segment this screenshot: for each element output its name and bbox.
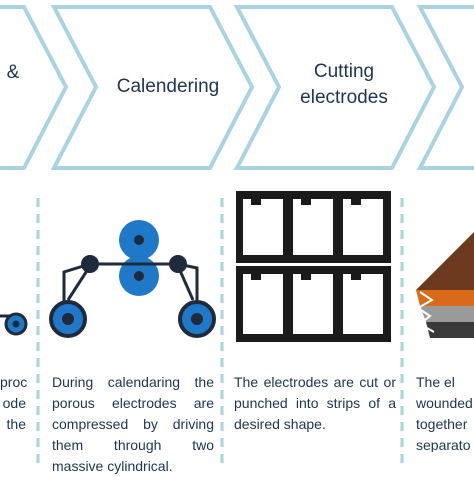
stack-dark-layer <box>426 322 474 338</box>
step-1-description-clip: proce- ode the <box>0 372 28 442</box>
stack-zigzag-edge <box>416 291 435 333</box>
electrode-tab-2-1 <box>251 274 261 280</box>
right-guide-roller-icon <box>169 255 187 273</box>
electrode-cutout-2-2 <box>293 274 333 334</box>
electrode-cutout-2-1 <box>243 274 283 334</box>
right-reel-hub-icon <box>191 313 203 325</box>
left-reel-hub-icon <box>62 313 74 325</box>
step-1-description: proce- ode the <box>0 374 28 432</box>
dashed-dividers <box>36 198 404 470</box>
electrode-cutout-1-2 <box>293 199 333 255</box>
calendering-illustration <box>49 220 216 338</box>
step-3-title-line-1: Cutting <box>313 61 375 82</box>
electrode-cutout-1-1 <box>243 199 283 255</box>
cut-electrode-sheets <box>236 191 391 342</box>
step-2-description: During calendaring the porous electrodes… <box>52 374 214 474</box>
chevron-row <box>0 5 474 170</box>
chevron-step-2 <box>50 5 255 170</box>
electrode-cutout-1-3 <box>343 199 383 255</box>
winding-stack-illustration <box>416 232 474 338</box>
electrode-cutout-2-3 <box>343 274 383 334</box>
step-4-description: The el wounded together separato <box>416 374 473 452</box>
bottom-calender-roller-hub-icon <box>134 271 144 281</box>
chevron-step-3 <box>233 5 437 170</box>
electrode-tab-2-2 <box>301 274 311 280</box>
roller-hub-icon <box>12 320 20 328</box>
step-2-title-line: Calendering <box>116 76 220 97</box>
step-title-1: & <box>0 60 26 86</box>
step-title-3: Cutting electrodes <box>276 59 412 111</box>
step-3-title-line-2: electrodes <box>300 87 388 108</box>
step-4-description-clip: The el wounded together separato <box>416 372 474 452</box>
electrode-tab-1-3 <box>351 199 361 205</box>
stack-gray-layer <box>420 306 474 322</box>
step-title-2: Calendering <box>102 74 234 100</box>
left-guide-roller-icon <box>81 255 99 273</box>
chevron-step-1 <box>0 5 69 170</box>
electrode-tab-2-3 <box>351 274 361 280</box>
step-1-title-line: & <box>6 62 20 83</box>
electrode-tab-1-2 <box>301 199 311 205</box>
coating-roller-illustration <box>0 312 28 336</box>
top-calender-roller-hub-icon <box>134 235 144 245</box>
step-3-description: The electrodes are cut or punched into s… <box>234 374 396 432</box>
chevron-step-4 <box>416 5 474 170</box>
electrode-tab-1-1 <box>251 199 261 205</box>
stack-top-face <box>416 232 474 290</box>
